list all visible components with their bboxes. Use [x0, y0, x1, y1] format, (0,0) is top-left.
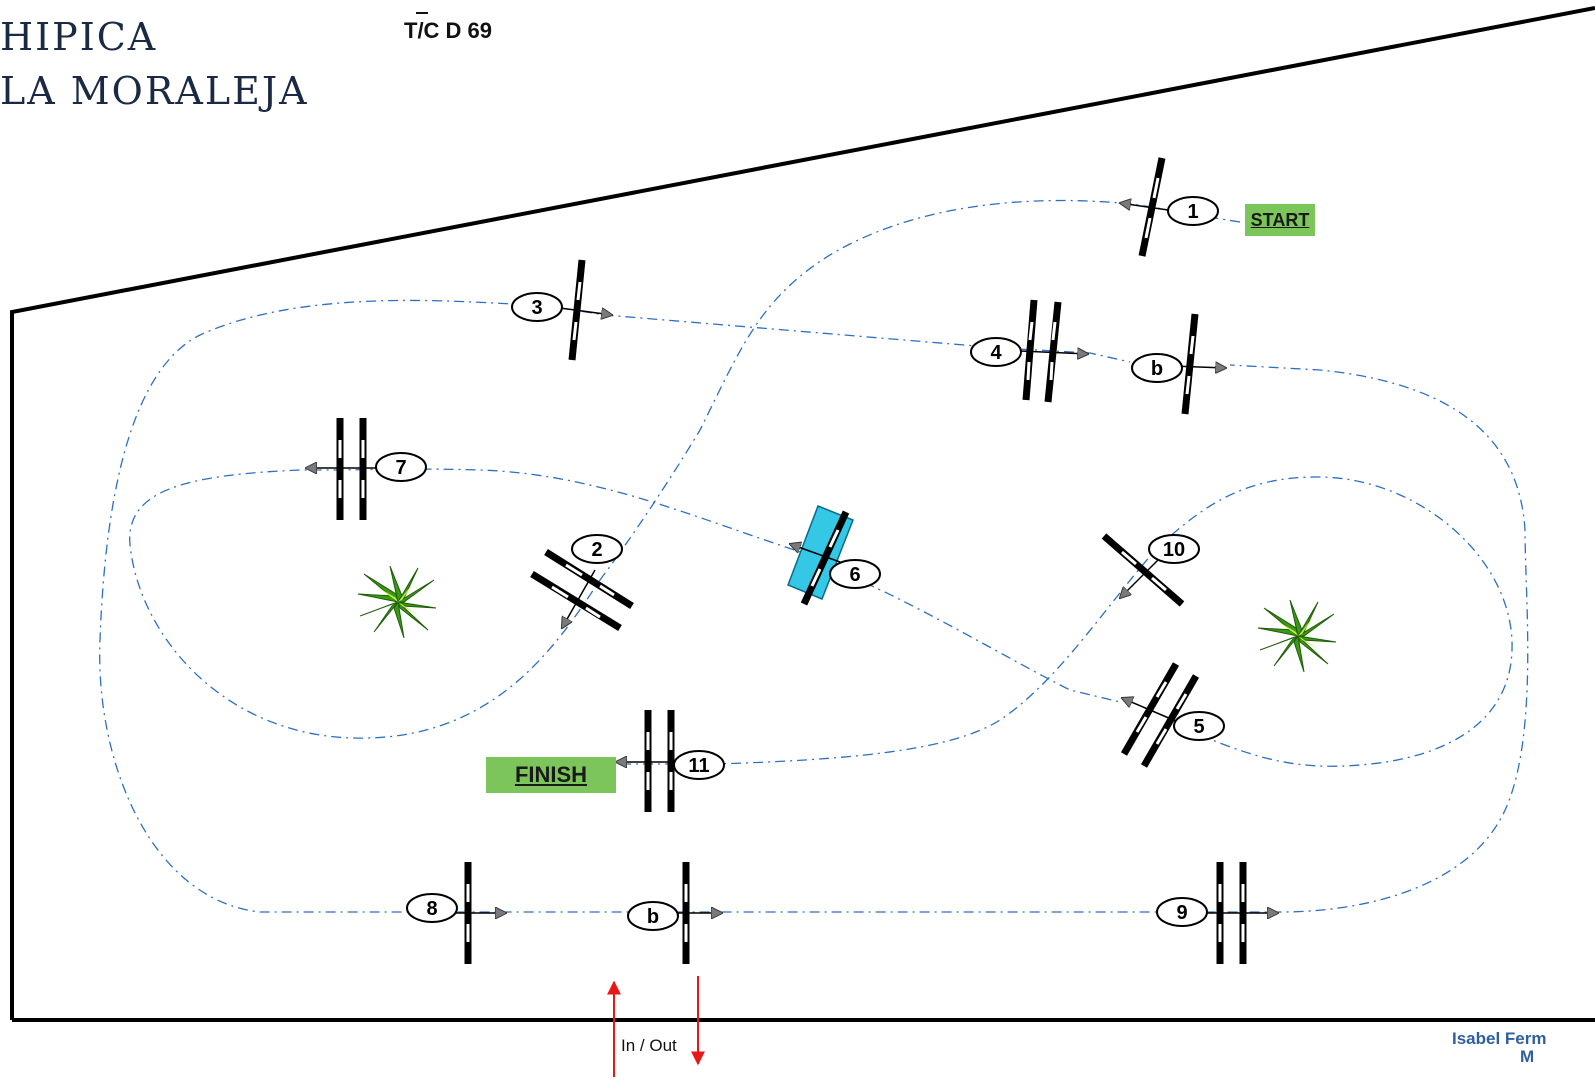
- route-path: [129, 199, 1241, 739]
- fence-10: [1101, 533, 1185, 607]
- fence-6: [787, 505, 854, 606]
- in-out-label: In / Out: [621, 1036, 677, 1055]
- start-label: START: [1245, 204, 1315, 236]
- fence-number-4b: b: [1131, 353, 1183, 383]
- fence-8: [452, 862, 506, 964]
- fence-number-9: 9: [1156, 897, 1208, 927]
- fence-4: [1019, 299, 1088, 403]
- svg-text:4: 4: [990, 342, 1002, 364]
- route-path: [625, 476, 1513, 767]
- svg-text:b: b: [1151, 358, 1163, 380]
- fence-number-1: 1: [1167, 196, 1219, 226]
- fence-8b: [670, 862, 722, 964]
- svg-text:b: b: [647, 906, 659, 928]
- fence-11: [616, 710, 680, 812]
- svg-text:8: 8: [426, 898, 437, 920]
- club-name-line1: HIPICA: [0, 15, 158, 59]
- fence-number-11: 11: [673, 750, 725, 780]
- svg-text:9: 9: [1176, 902, 1187, 924]
- designer-subtitle: M: [1520, 1047, 1535, 1066]
- route-path: [99, 299, 1529, 913]
- svg-text:10: 10: [1163, 539, 1185, 561]
- fence-number-2: 2: [571, 534, 623, 564]
- fence-9: [1206, 862, 1278, 964]
- finish-label: FINISH: [486, 757, 616, 793]
- fence-5: [1122, 662, 1200, 768]
- fence-number-4: 4: [970, 337, 1022, 367]
- fence-number-7: 7: [375, 452, 427, 482]
- arena-wall: [10, 6, 1595, 1020]
- svg-text:2: 2: [591, 539, 602, 561]
- designer-name: Isabel Ferm: [1452, 1029, 1547, 1048]
- fence-number-6: 6: [829, 559, 881, 589]
- svg-text:3: 3: [531, 297, 542, 319]
- club-name-line2: LA MORALEJA: [0, 69, 309, 113]
- svg-text:7: 7: [395, 457, 406, 479]
- svg-text:11: 11: [688, 755, 709, 777]
- fence-1: [1120, 157, 1169, 257]
- fence-2: [530, 549, 634, 631]
- fence-7: [306, 418, 378, 520]
- fence-number-8b: b: [627, 901, 679, 931]
- fence-number-5: 5: [1173, 711, 1225, 741]
- svg-text:1: 1: [1187, 201, 1198, 223]
- designer-credit: Isabel Ferm M: [1452, 1030, 1547, 1066]
- fence-3: [559, 259, 612, 361]
- plant-icon: [357, 565, 437, 639]
- plant-icon: [1257, 599, 1337, 673]
- fence-number-3: 3: [511, 292, 563, 322]
- svg-text:5: 5: [1193, 716, 1204, 738]
- route-path: [559, 307, 1131, 363]
- svg-text:6: 6: [849, 564, 860, 586]
- course-code: T/C D 69: [404, 12, 493, 43]
- fence-number-8: 8: [406, 893, 458, 923]
- fence-number-10: 10: [1148, 534, 1200, 564]
